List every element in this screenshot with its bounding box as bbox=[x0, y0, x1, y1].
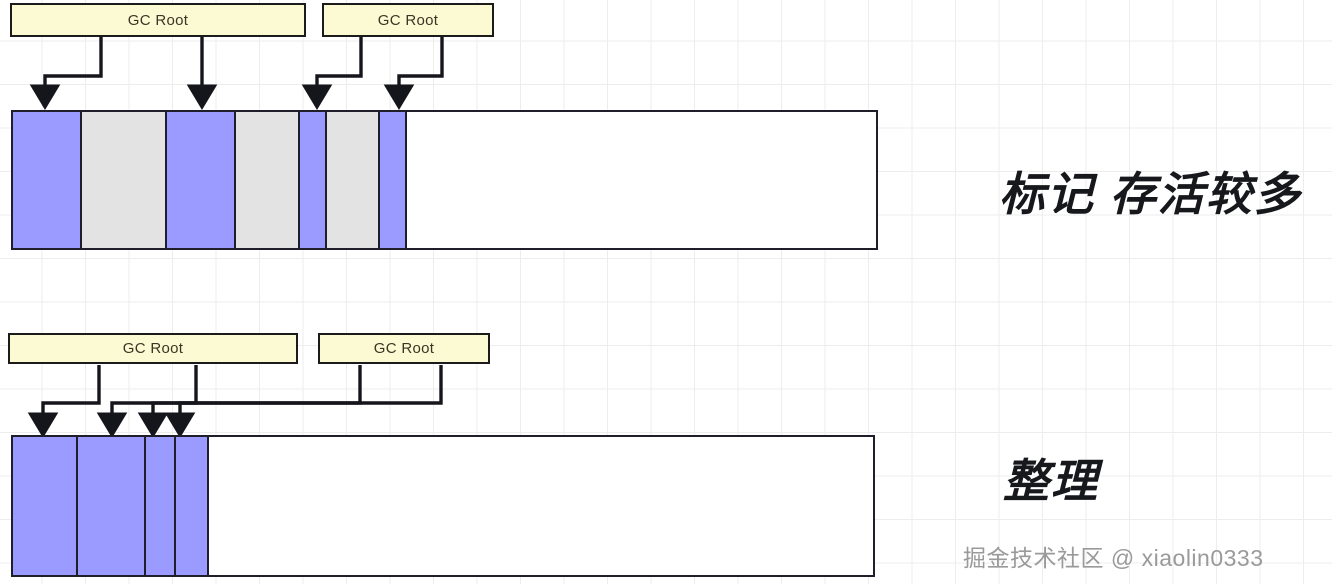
heap-bar-mark bbox=[11, 110, 878, 250]
heap-bar-compact bbox=[11, 435, 875, 577]
gc-root-label: GC Root bbox=[122, 340, 184, 357]
gc-root-box-compact-1: GC Root bbox=[8, 333, 298, 364]
heap-block-live bbox=[167, 112, 236, 248]
heap-block-garbage bbox=[236, 112, 300, 248]
gc-root-box-compact-2: GC Root bbox=[318, 333, 490, 364]
heap-block-live bbox=[300, 112, 327, 248]
phase-label-mark: 标记 存活较多 bbox=[999, 168, 1302, 220]
heap-block-live bbox=[176, 437, 209, 575]
gc-root-label: GC Root bbox=[377, 11, 439, 29]
heap-block-garbage bbox=[327, 112, 380, 248]
heap-block-live bbox=[78, 437, 146, 575]
watermark: 掘金技术社区 @ xiaolin0333 bbox=[963, 545, 1264, 571]
gc-root-label: GC Root bbox=[373, 340, 435, 357]
arrow-mark-4 bbox=[383, 37, 444, 111]
heap-block-live bbox=[380, 112, 407, 248]
arrow-compact-1 bbox=[27, 365, 101, 439]
gc-root-box-mark-1: GC Root bbox=[10, 3, 306, 37]
arrow-compact-3 bbox=[137, 365, 362, 439]
heap-block-live bbox=[146, 437, 176, 575]
gc-root-box-mark-2: GC Root bbox=[322, 3, 494, 37]
phase-label-compact: 整理 bbox=[1003, 455, 1099, 507]
heap-block-live bbox=[13, 437, 78, 575]
heap-block-garbage bbox=[82, 112, 167, 248]
arrow-compact-4 bbox=[164, 365, 443, 439]
arrow-mark-3 bbox=[301, 37, 363, 111]
arrow-mark-1 bbox=[29, 37, 103, 111]
heap-block-live bbox=[13, 112, 82, 248]
gc-root-label: GC Root bbox=[127, 11, 189, 29]
